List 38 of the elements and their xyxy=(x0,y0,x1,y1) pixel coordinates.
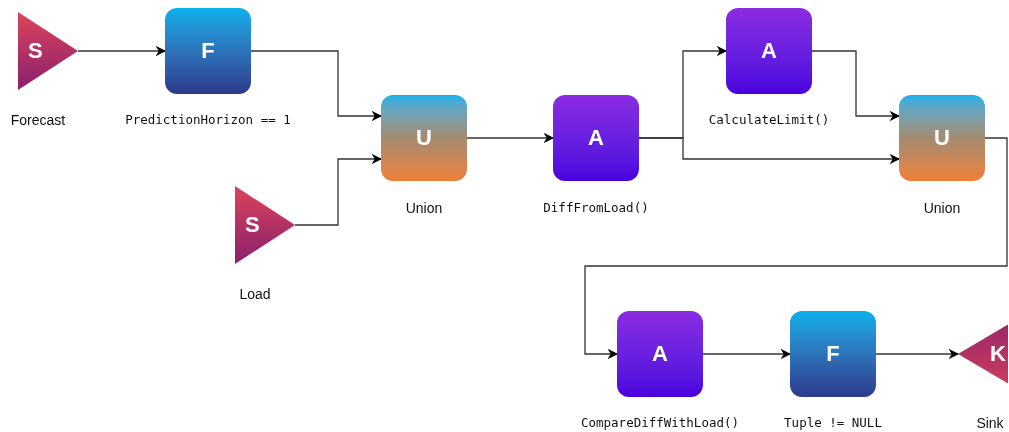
operator-letter: U xyxy=(934,127,950,149)
operator-letter: S xyxy=(245,214,260,236)
aggregate-box xyxy=(617,311,703,397)
arrow xyxy=(294,153,383,226)
arrow xyxy=(702,348,792,360)
arrow xyxy=(466,132,555,144)
source-triangle xyxy=(233,184,295,266)
aggregate-box xyxy=(553,95,639,181)
arrow xyxy=(638,137,901,165)
operator-letter: F xyxy=(826,343,840,365)
arrow xyxy=(250,50,383,122)
operator-letter: A xyxy=(652,343,668,365)
operator-caption: Load xyxy=(239,284,271,304)
operator-letter: U xyxy=(416,127,432,149)
operator-caption: CompareDiffWithLoad() xyxy=(581,413,739,432)
aggregate-box xyxy=(726,8,812,94)
union-box xyxy=(899,95,985,181)
operator-caption: DiffFromLoad() xyxy=(543,198,649,217)
operator-letter: F xyxy=(201,40,215,62)
filter-box xyxy=(790,311,876,397)
arrow xyxy=(584,137,1008,360)
union-box xyxy=(381,95,467,181)
operator-caption: CalculateLimit() xyxy=(708,110,830,129)
operator-letter: A xyxy=(761,40,777,62)
arrow xyxy=(875,348,960,360)
arrow xyxy=(77,45,167,57)
arrow xyxy=(811,50,901,122)
source-triangle xyxy=(16,10,78,92)
operator-letter: S xyxy=(28,40,43,62)
operator-letter: K xyxy=(990,343,1006,365)
operator-caption: Union xyxy=(405,198,443,218)
operator-caption: Sink xyxy=(976,413,1004,432)
operator-caption: PredictionHorizon == 1 xyxy=(125,110,291,129)
operator-caption: Forecast xyxy=(10,110,66,130)
operator-caption: Union xyxy=(923,198,961,218)
operator-caption: Tuple != NULL xyxy=(784,413,882,432)
operator-letter: A xyxy=(588,127,604,149)
filter-box xyxy=(165,8,251,94)
